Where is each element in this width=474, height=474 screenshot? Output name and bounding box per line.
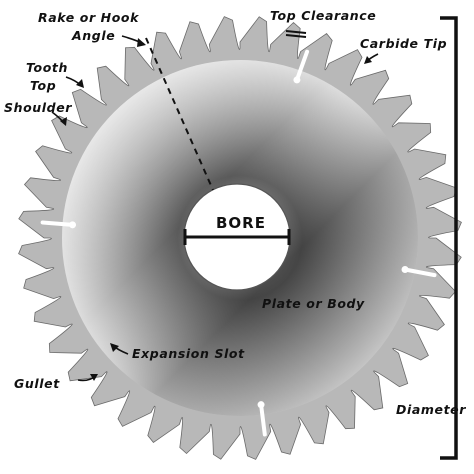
plate-or-body-label: Plate or Body <box>262 296 365 311</box>
expansion-slot-end <box>69 221 77 229</box>
rake-angle-label-line1: Rake or Hook <box>38 10 139 25</box>
shoulder-label: Shoulder <box>4 100 72 115</box>
expansion-slot-end <box>401 265 409 273</box>
expansion-slot <box>40 220 75 227</box>
expansion-slot-end <box>293 76 301 84</box>
bore-dimension-line <box>183 229 291 245</box>
carbide-tip-label: Carbide Tip <box>360 36 447 51</box>
tooth-top-label-line1: Tooth <box>26 60 68 75</box>
expansion-slot <box>259 402 267 437</box>
expansion-slot <box>403 267 437 278</box>
diameter-bracket <box>440 16 458 460</box>
expansion-slot-end <box>257 401 265 409</box>
leader-lines <box>51 30 379 382</box>
expansion-slots <box>40 49 437 437</box>
rake-angle-label-line2: Angle <box>71 28 115 43</box>
expansion-slot-label: Expansion Slot <box>132 346 245 361</box>
bore-label: BORE <box>216 214 266 232</box>
rake-angle-dashed-line <box>145 37 214 191</box>
gullet-label: Gullet <box>14 376 60 391</box>
diameter-label: Diameter <box>396 402 466 417</box>
expansion-slot <box>294 49 310 82</box>
top-clearance-label: Top Clearance <box>270 8 376 23</box>
tooth-top-label-line2: Top <box>30 78 56 93</box>
